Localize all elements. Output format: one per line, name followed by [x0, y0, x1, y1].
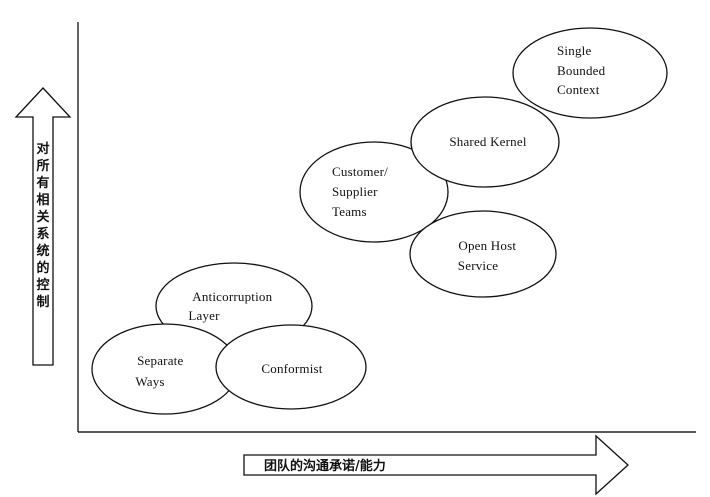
node-open-host-service: Open Host Service: [409, 210, 557, 298]
node-label-line: Service: [458, 258, 498, 273]
y-axis-label-char: 制: [36, 294, 49, 310]
node-customer-supplier-teams: Customer/ Supplier Teams: [299, 141, 449, 243]
node-label-line: Bounded: [557, 63, 606, 78]
node-label: Open Host Service: [458, 238, 520, 273]
y-axis-label-char: 对: [36, 141, 49, 157]
node-label-line: Separate: [137, 353, 183, 368]
node-label: Single Bounded Context: [557, 43, 609, 97]
node-label-line: Single: [557, 43, 591, 58]
x-axis-arrow: [243, 434, 629, 496]
y-axis-label-char: 有: [36, 175, 49, 191]
y-axis-label-char: 所: [36, 158, 49, 174]
node-label-line: Supplier: [332, 184, 378, 199]
node-label: Customer/ Supplier Teams: [332, 164, 391, 219]
y-axis-label: 对所有相关系统的控制: [36, 141, 49, 310]
node-label-line: Context: [557, 82, 600, 97]
node-label-line: Anticorruption: [192, 289, 272, 304]
node-label: Anticorruption Layer: [188, 289, 275, 323]
y-axis-label-char: 统: [36, 243, 49, 259]
y-axis-label-char: 系: [36, 226, 49, 242]
node-conformist: Conformist: [215, 324, 367, 410]
y-axis-label-char: 相: [36, 192, 49, 208]
node-label: Shared Kernel: [449, 134, 527, 149]
node-label-line: Customer/: [332, 164, 388, 179]
node-separate-ways: Separate Ways: [91, 323, 239, 415]
node-label-line: Teams: [332, 204, 367, 219]
node-shared-kernel: Shared Kernel: [410, 96, 560, 188]
y-axis-label-char: 关: [36, 209, 49, 225]
node-label-line: Ways: [135, 374, 164, 389]
y-axis-label-char: 控: [36, 277, 49, 293]
x-axis-label: 团队的沟通承诺/能力: [264, 458, 386, 474]
node-label-line: Open Host: [458, 238, 516, 253]
node-label: Conformist: [261, 361, 322, 376]
y-axis-arrow: [14, 87, 72, 366]
node-label: Separate Ways: [135, 353, 187, 389]
node-single-bounded-context: Single Bounded Context: [512, 27, 668, 119]
node-label-line: Layer: [188, 308, 220, 323]
y-axis-label-char: 的: [36, 260, 49, 276]
